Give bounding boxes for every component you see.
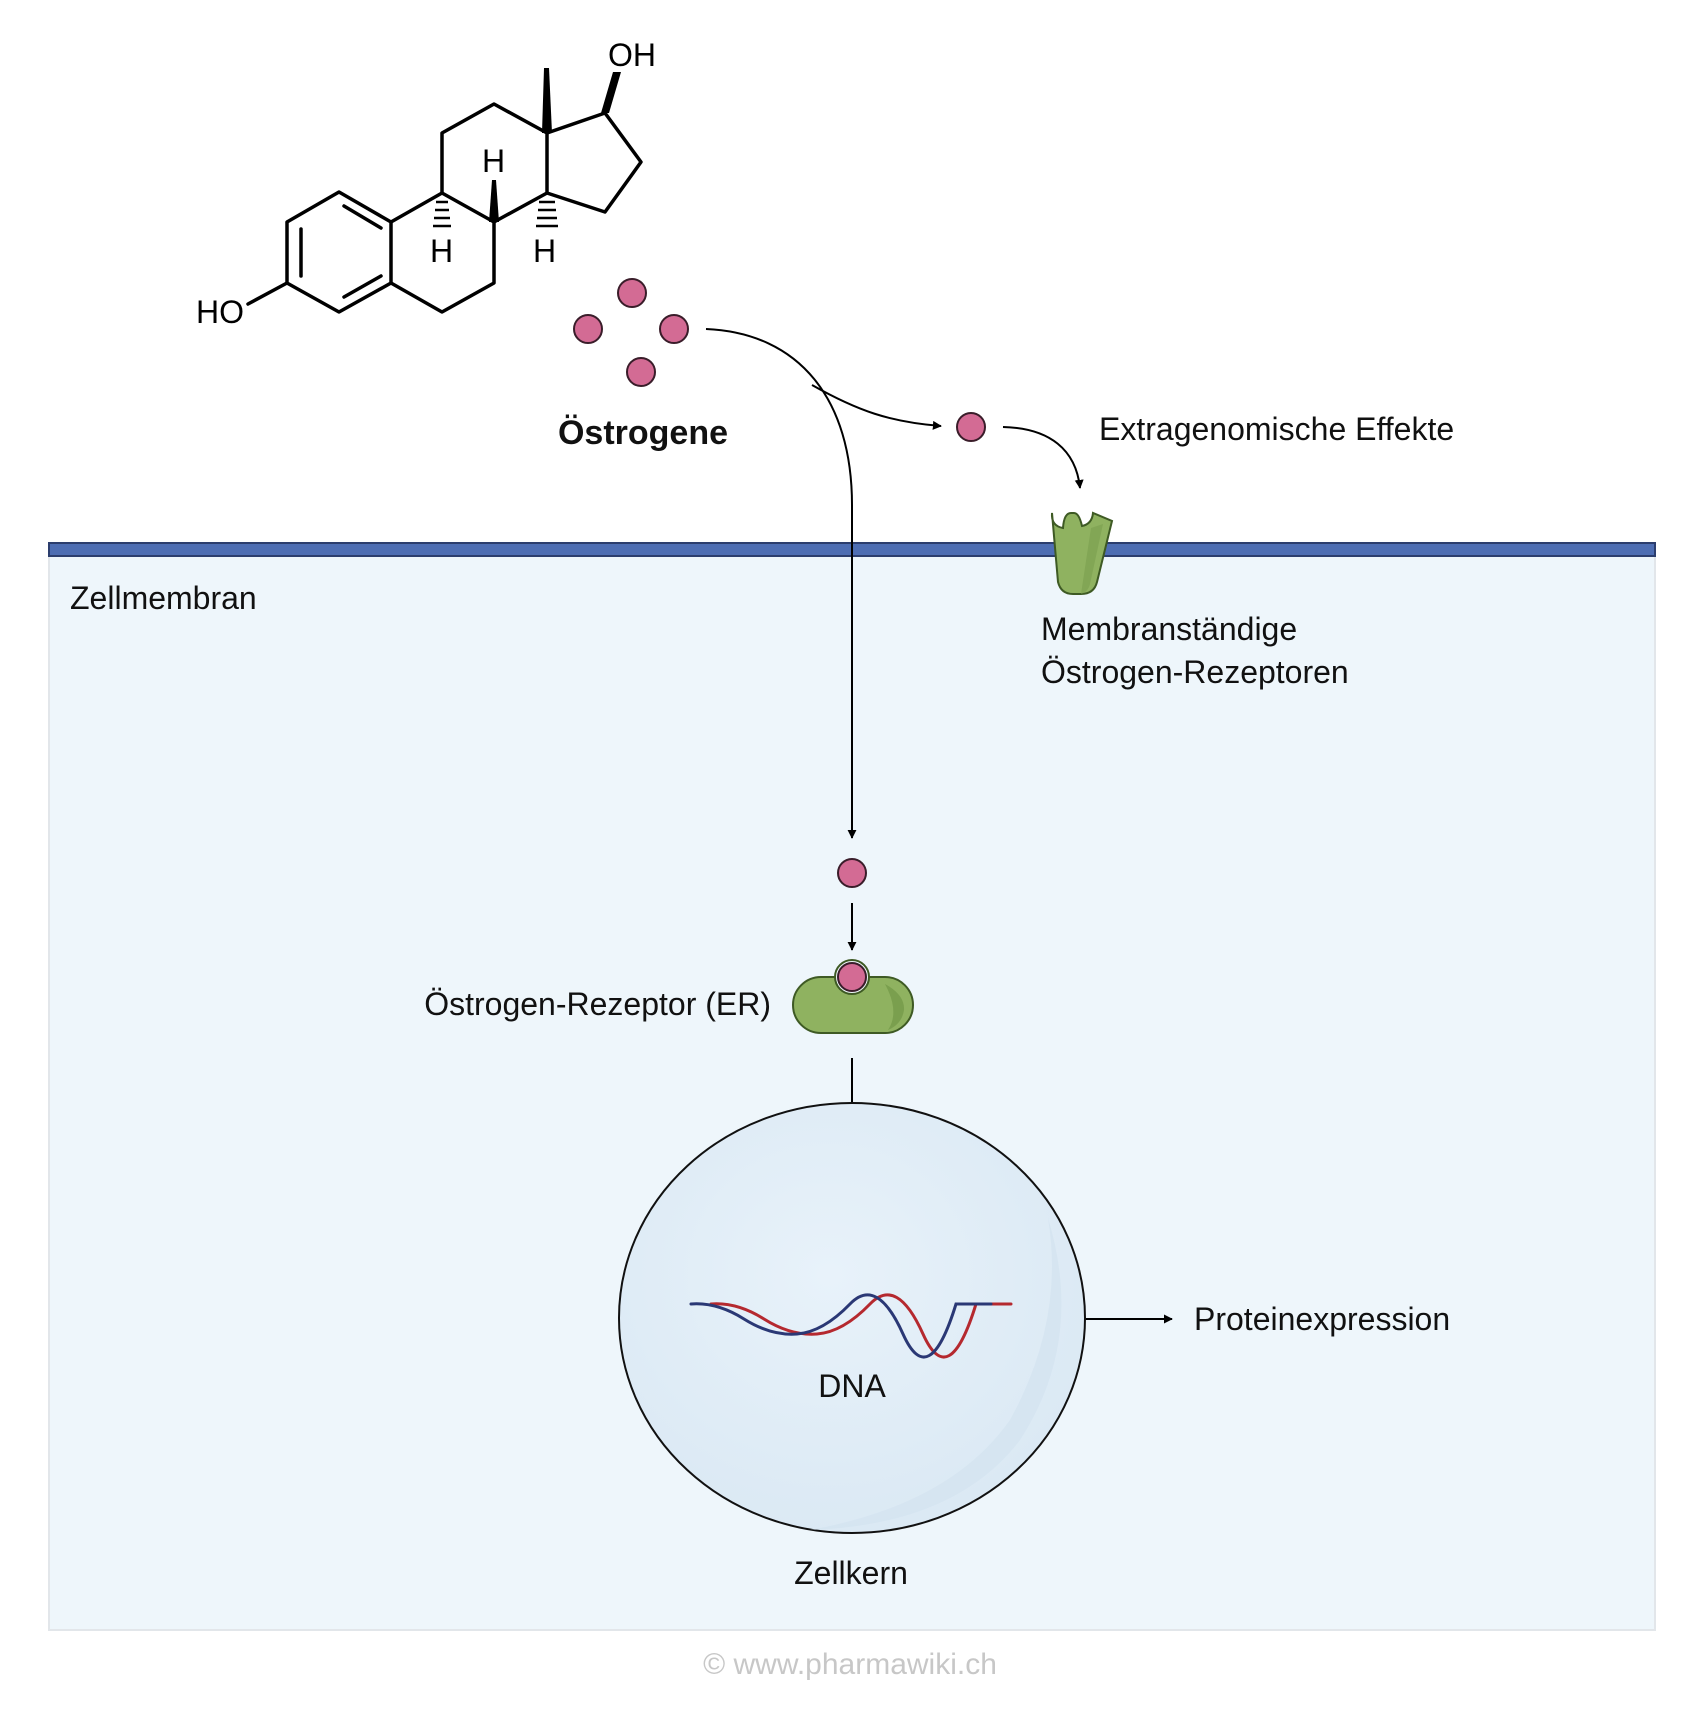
arrow-to-extragenomic <box>811 384 942 430</box>
oestrogene-label: Östrogene <box>558 414 728 452</box>
molecule-h-top: H <box>482 143 505 179</box>
cell-membrane-label: Zellmembran <box>70 580 257 616</box>
dna-strand-red <box>709 1293 1013 1359</box>
estrogen-molecule <box>626 357 656 387</box>
molecule-h-right: H <box>533 233 556 269</box>
molecule-h-left: H <box>430 233 453 269</box>
arrow-to-cytoplasm <box>705 328 857 839</box>
hashed-bonds <box>433 200 558 228</box>
nucleus <box>618 1102 1086 1534</box>
molecule-oh-top: OH <box>608 37 656 73</box>
membrane-receptors-label-line1: Membranständige <box>1041 611 1297 647</box>
arrow-to-membrane-receptor <box>1002 426 1084 489</box>
protein-expression-label: Proteinexpression <box>1194 1301 1450 1337</box>
estrogen-cluster <box>573 278 689 387</box>
er-label: Östrogen-Rezeptor (ER) <box>424 986 771 1022</box>
nucleus-highlight <box>810 1218 1062 1530</box>
dna-strand-blue <box>689 1293 993 1359</box>
membrane-receptor <box>1050 511 1114 595</box>
membrane-receptors-label-line2: Östrogen-Rezeptoren <box>1041 654 1349 690</box>
estrogen-molecule-extragenomic <box>956 412 986 442</box>
estrogen-molecule <box>573 314 603 344</box>
estrogen-molecule-cytoplasm <box>837 858 867 888</box>
dna-label: DNA <box>818 1368 886 1404</box>
extragenomic-label: Extragenomische Effekte <box>1099 411 1454 447</box>
estrogen-molecule <box>617 278 647 308</box>
estrogen-molecule-bound <box>837 962 867 992</box>
dna-helix <box>689 1293 1013 1359</box>
estrogen-receptor-er <box>792 959 914 1034</box>
molecule-ho-left: HO <box>196 294 244 330</box>
estradiol-structure <box>246 68 643 314</box>
estrogen-molecule <box>659 314 689 344</box>
nucleus-label: Zellkern <box>794 1555 908 1591</box>
copyright-text: © www.pharmawiki.ch <box>703 1648 997 1681</box>
